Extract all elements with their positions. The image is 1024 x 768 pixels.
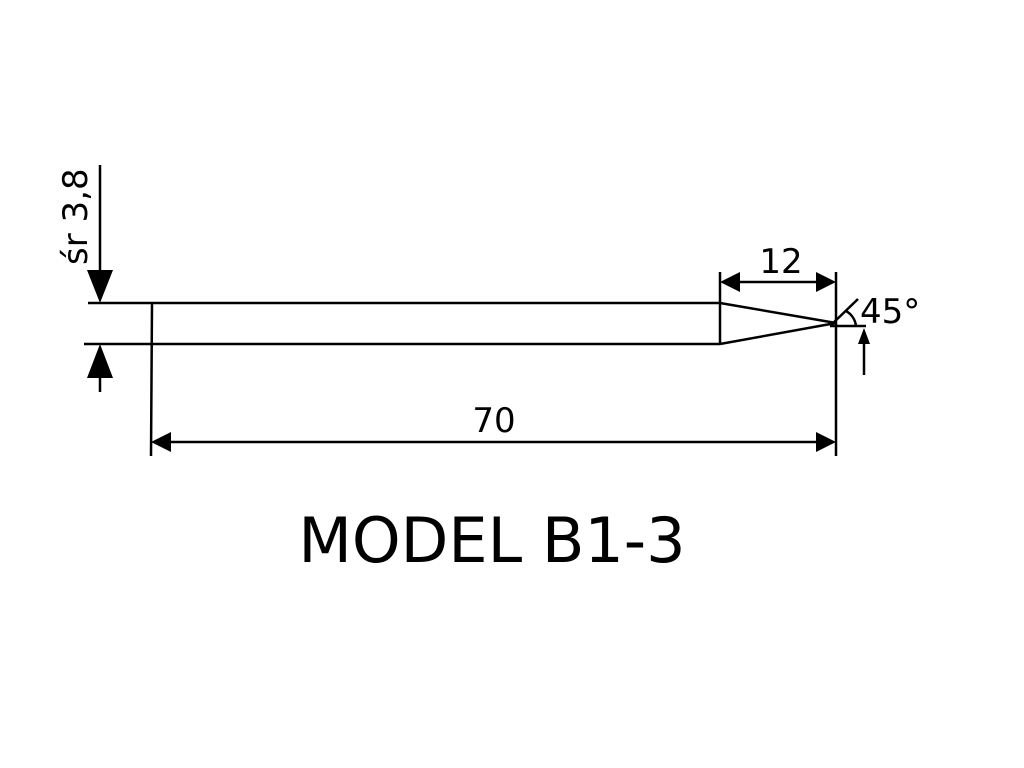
body-left-end — [149, 302, 154, 457]
total-length-right-arrowhead — [816, 432, 836, 452]
total-length-label: 70 — [472, 401, 515, 441]
diameter-up-arrowhead — [87, 344, 113, 378]
tip-length-right-arrowhead — [816, 272, 836, 292]
tip-length-left-arrowhead — [720, 272, 740, 292]
diameter-label: śr 3,8 — [56, 168, 96, 265]
tip-body — [84, 272, 838, 457]
angle-pointer-arrowhead — [858, 328, 870, 344]
drawing-title: MODEL B1-3 — [298, 504, 685, 577]
taper-bottom-edge — [719, 321, 837, 346]
angle-arc — [845, 309, 858, 327]
total-length-dimension: 70 — [151, 401, 836, 452]
tip-length-label: 12 — [759, 242, 802, 282]
taper-top-edge — [719, 301, 837, 325]
tip-length-dimension: 12 — [720, 242, 836, 292]
angle-label: 45° — [860, 292, 920, 332]
angle-dimension: 45° — [829, 292, 920, 375]
total-length-left-arrowhead — [151, 432, 171, 452]
diameter-down-arrowhead — [87, 270, 113, 303]
diameter-dimension: śr 3,8 — [56, 165, 113, 392]
angle-slant-line — [829, 298, 859, 327]
